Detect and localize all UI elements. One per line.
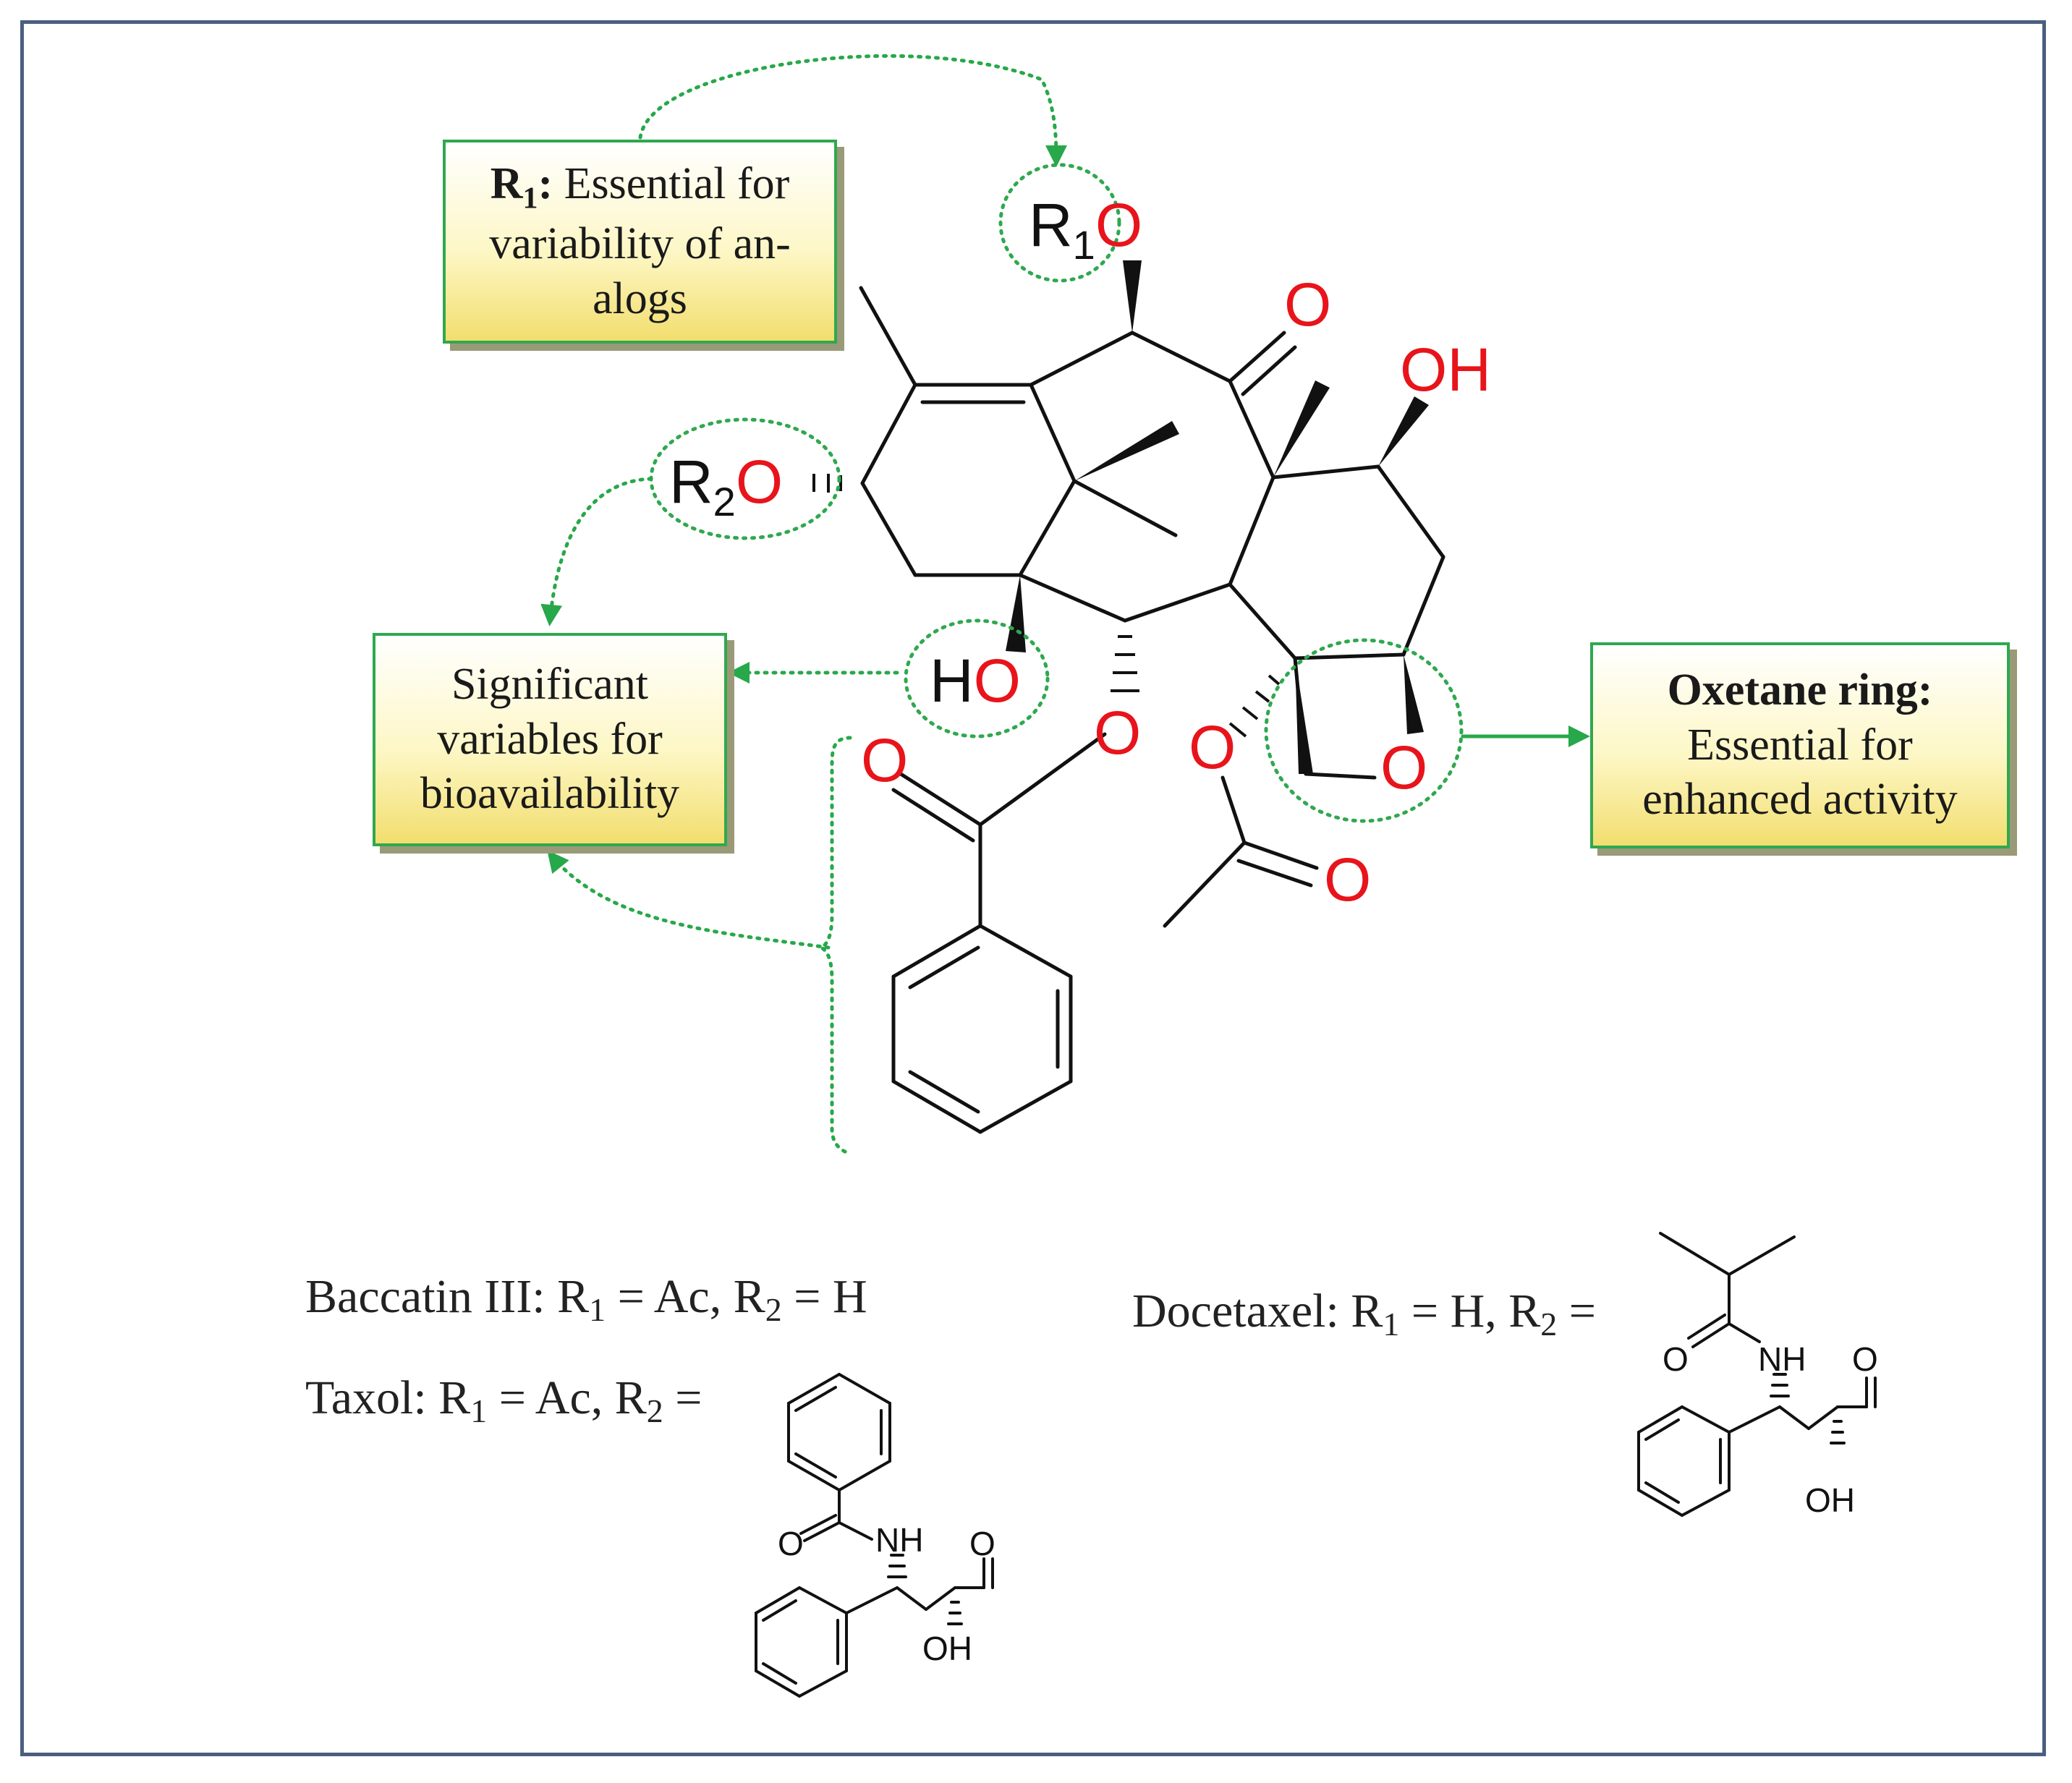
docetaxel-side-chain-labels: O NH O OH [1663, 1340, 1878, 1519]
figure-frame [20, 20, 2046, 1756]
taxol-aldehyde-oxygen: O [969, 1525, 995, 1562]
arrow-r2 [540, 477, 653, 626]
docetaxel-oh: OH [1805, 1481, 1855, 1519]
callout-r1-label: R1: [490, 158, 553, 215]
docetaxel-side-chain [1637, 1232, 1877, 1517]
docetaxel-amide-oxygen: O [1663, 1340, 1689, 1378]
callout-oxetane: Oxetane ring: Essential for enhanced act… [1590, 642, 2010, 848]
atom-labels: R1O O OH R2O HO O O O O O [669, 191, 1491, 914]
ho-label: HO [930, 647, 1021, 715]
benzoate-ester-oxygen: O [1094, 699, 1141, 767]
callout-bio-line3: bioavailability [420, 769, 680, 819]
arrow-bracket [547, 850, 831, 950]
callout-bio-line2: variables for [437, 714, 663, 764]
taxol-side-chain-labels: O NH O OH [778, 1521, 995, 1667]
highlight-r1o [998, 163, 1121, 283]
callout-bio-line1: Significant [451, 660, 649, 710]
r2o-label: R2O [669, 448, 783, 524]
hashed-bond-acetate [1228, 674, 1281, 738]
highlight-oxetane [1264, 638, 1464, 823]
benzoate-carbonyl-oxygen: O [861, 726, 908, 794]
acetate-ester-oxygen: O [1189, 713, 1236, 781]
arrow-r1 [638, 54, 1067, 167]
callout-r1-line2: variability of an- [489, 219, 791, 269]
caption-baccatin: Baccatin III: R1 = Ac, R2 = H [305, 1270, 867, 1328]
docetaxel-aldehyde-oxygen: O [1852, 1340, 1878, 1378]
r1o-label: R1O [1029, 191, 1142, 268]
oxetane-oxygen: O [1380, 733, 1427, 801]
callout-oxetane-line2: enhanced activity [1642, 775, 1958, 825]
acetate-carbonyl-oxygen: O [1324, 846, 1371, 914]
oh-label-top: OH [1400, 336, 1491, 404]
callout-oxetane-title: Oxetane ring: [1667, 665, 1933, 715]
callout-r1: R1: Essential for variability of an- alo… [443, 140, 837, 344]
taxol-side-chain [755, 1373, 994, 1698]
caption-docetaxel: Docetaxel: R1 = H, R2 = [1132, 1285, 1597, 1342]
callout-r1-line3: alogs [593, 273, 687, 323]
caption-taxol: Taxol: R1 = Ac, R2 = [305, 1371, 702, 1429]
hashed-bond-benzoate [1111, 635, 1139, 692]
callout-r1-line1: R1: Essential for [490, 158, 790, 215]
highlight-ho [904, 618, 1050, 739]
bracket [817, 736, 852, 1156]
callout-bioavailability: Significant variables for bioavailabilit… [373, 633, 727, 846]
docetaxel-nh: NH [1758, 1340, 1806, 1378]
ketone-oxygen: O [1284, 271, 1331, 339]
taxol-nh: NH [875, 1521, 923, 1559]
taxol-amide-oxygen: O [778, 1525, 804, 1562]
taxol-oh: OH [922, 1630, 972, 1667]
callout-oxetane-line1: Essential for [1687, 720, 1913, 770]
arrows [540, 54, 1590, 1156]
